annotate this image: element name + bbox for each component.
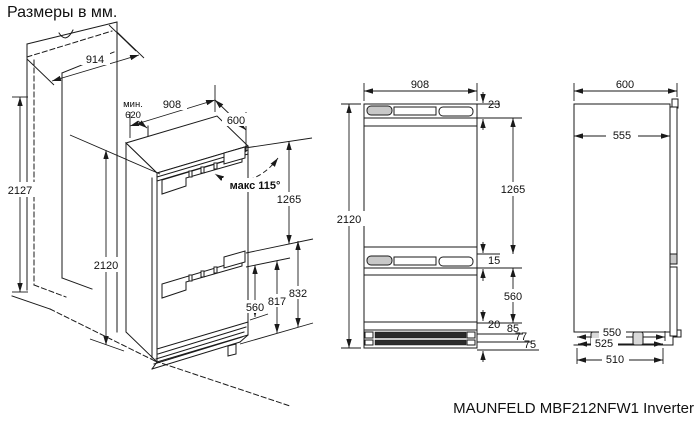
dim-upper-door-front: 1265 bbox=[496, 118, 530, 254]
fridge-foot bbox=[227, 343, 237, 357]
fridge-base bbox=[151, 321, 249, 370]
dim-label-20: 20 bbox=[488, 319, 500, 331]
dim-label-817: 817 bbox=[268, 296, 286, 308]
dim-label-1265-front: 1265 bbox=[501, 184, 525, 196]
dim-niche-min-depth: мин. 620 bbox=[123, 99, 148, 129]
dim-label-832: 832 bbox=[289, 288, 307, 300]
dim-label-23: 23 bbox=[488, 99, 500, 111]
dim-width-perspective: 908 bbox=[129, 85, 216, 138]
dim-lower-door-front: 560 bbox=[477, 268, 525, 324]
dim-upper-door-perspective: 1265 bbox=[244, 137, 314, 254]
middle-hinge-tab bbox=[223, 250, 246, 269]
side-door-upper bbox=[669, 106, 678, 255]
page-title: Размеры в мм. bbox=[7, 4, 118, 21]
hinge-slot bbox=[188, 170, 193, 178]
dim-base-stack: 20 85 77 75 bbox=[477, 310, 539, 362]
ventilation-grille bbox=[364, 331, 476, 346]
dim-label-85: 85 bbox=[507, 323, 519, 335]
front-body bbox=[363, 103, 478, 349]
dim-front-width: 908 bbox=[363, 79, 478, 101]
dim-height-perspective: 2120 bbox=[69, 134, 161, 352]
dim-label-600-side: 600 bbox=[616, 79, 634, 91]
dim-label-upper-door-p: 1265 bbox=[277, 194, 301, 206]
mid-hinge-right bbox=[438, 256, 474, 267]
dim-label-depth-p: 600 bbox=[227, 115, 245, 127]
side-door-lower bbox=[669, 266, 678, 337]
dim-label-75: 75 bbox=[524, 339, 536, 351]
dim-label-door-angle: макс 115° bbox=[230, 180, 281, 192]
top-hinge-mid bbox=[393, 106, 437, 116]
dim-560-perspective: 560 bbox=[243, 257, 291, 321]
top-hinge-right bbox=[438, 106, 474, 117]
top-hinge-left bbox=[366, 105, 393, 116]
side-middle-hinge bbox=[669, 253, 678, 265]
dim-label-front-height: 2120 bbox=[337, 214, 361, 226]
side-view: 600 555 550 525 bbox=[573, 79, 682, 366]
dim-depth-perspective: 600 bbox=[214, 99, 250, 152]
dim-label-niche-height: 2127 bbox=[8, 185, 32, 197]
hinge-slot bbox=[188, 274, 193, 282]
dim-hinge-gap-15: 15 bbox=[477, 242, 522, 281]
model-name: MAUNFELD MBF212NFW1 Inverter bbox=[453, 400, 694, 417]
dim-label-525: 525 bbox=[595, 338, 613, 350]
hinge-slot bbox=[213, 162, 218, 170]
hinge-slot bbox=[213, 266, 218, 274]
dim-label-15: 15 bbox=[488, 255, 500, 267]
dim-label-550: 550 bbox=[603, 327, 621, 339]
dim-niche-width: 914 bbox=[26, 24, 145, 86]
niche-top-grommet bbox=[58, 29, 74, 39]
front-view: 908 2120 23 1265 bbox=[331, 79, 539, 362]
dim-label-560-front: 560 bbox=[504, 291, 522, 303]
hinge-slot bbox=[200, 270, 205, 278]
dim-base-depth: 510 bbox=[576, 348, 664, 366]
dim-817: 817 bbox=[265, 261, 289, 333]
side-foot-rear bbox=[632, 331, 644, 346]
side-door-bottom-step bbox=[672, 329, 682, 346]
dim-side-depth: 600 bbox=[573, 79, 678, 101]
dim-front-height: 2120 bbox=[331, 103, 367, 349]
dim-door-angle: макс 115° bbox=[214, 157, 288, 192]
hinge-slot bbox=[200, 166, 205, 174]
dim-label-niche-width: 914 bbox=[86, 54, 104, 66]
dim-label-height-p: 2120 bbox=[94, 260, 118, 272]
mid-hinge-mid bbox=[393, 256, 437, 266]
perspective-view: 2127 914 мин. 620 908 bbox=[3, 21, 314, 407]
dim-label-min: мин. bbox=[123, 99, 143, 110]
dim-label-width-p: 908 bbox=[163, 99, 181, 111]
dim-body-depth: 555 bbox=[574, 128, 670, 142]
dim-832: 832 bbox=[239, 241, 314, 345]
dim-label-560-p: 560 bbox=[246, 302, 264, 314]
dim-niche-height: 2127 bbox=[3, 96, 37, 293]
dim-label-555: 555 bbox=[613, 130, 631, 142]
fridge-3d bbox=[125, 115, 249, 370]
dim-label-front-width: 908 bbox=[411, 79, 429, 91]
dim-feet: 550 525 bbox=[577, 327, 666, 350]
mid-hinge-left bbox=[366, 255, 393, 266]
dim-label-510: 510 bbox=[606, 354, 624, 366]
dim-top-gap-23: 23 bbox=[477, 92, 522, 130]
dim-label-min-depth: 620 bbox=[125, 110, 141, 121]
dim-label-77: 77 bbox=[515, 331, 527, 343]
